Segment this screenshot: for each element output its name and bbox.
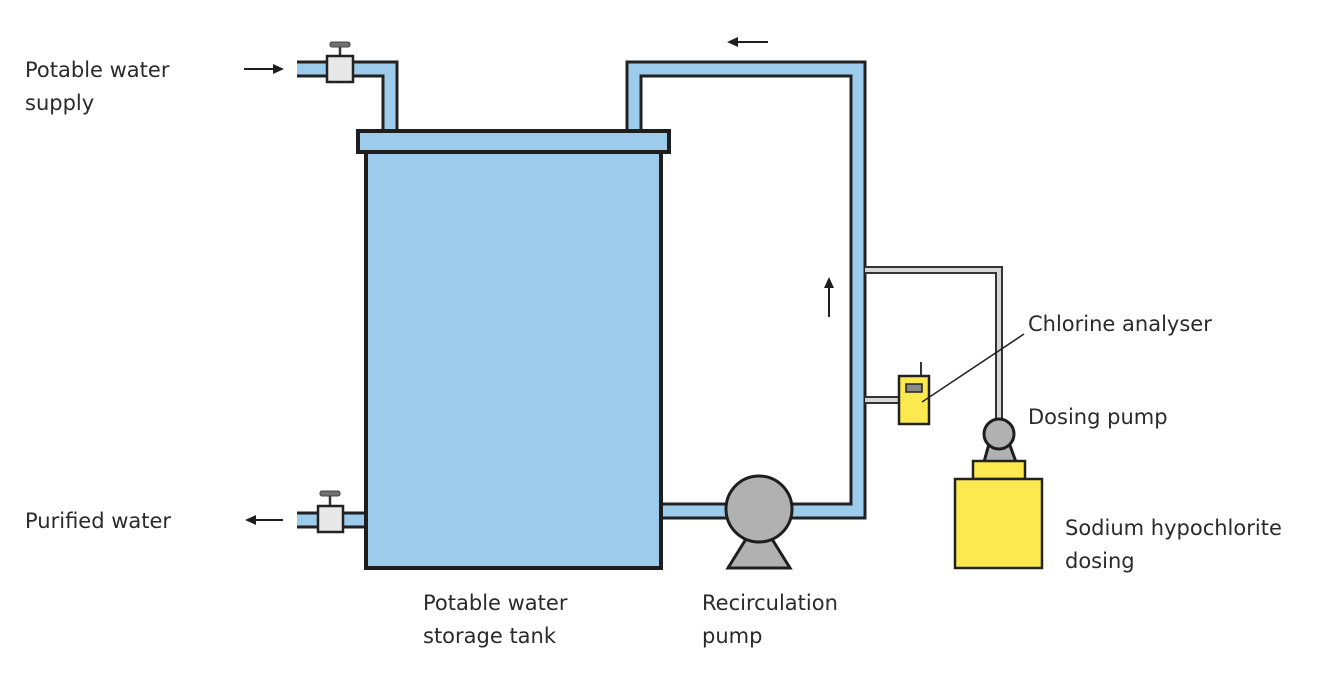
dosing-pump-label: Dosing pump (1028, 405, 1168, 429)
loop-top-flow-arrow (727, 37, 768, 47)
outlet-valve[interactable] (316, 490, 345, 534)
purified-water-label: Purified water (25, 509, 171, 533)
hypochlorite-tank (953, 459, 1044, 570)
recirculation-loop-pipe (625, 60, 867, 520)
supply-label: Potable water supply (25, 58, 176, 115)
storage-tank (356, 129, 671, 570)
recirculation-pump-label: Recirculation pump (702, 591, 845, 648)
recirculation-pump (724, 474, 794, 570)
storage-tank-label: Potable water storage tank (423, 591, 574, 648)
analyser-leader-line (921, 333, 1025, 403)
chlorine-analyser-label: Chlorine analyser (1028, 312, 1212, 336)
supply-flow-arrow (244, 64, 284, 74)
dosing-pump (982, 417, 1019, 464)
outlet-flow-arrow (245, 515, 283, 525)
supply-valve[interactable] (325, 41, 355, 84)
loop-riser-flow-arrow (824, 277, 834, 317)
chlorine-analyser (897, 362, 931, 426)
hypochlorite-label: Sodium hypochlorite dosing (1065, 516, 1289, 573)
dosing-line (865, 266, 1003, 422)
tank-to-pump-pipe (660, 502, 730, 520)
